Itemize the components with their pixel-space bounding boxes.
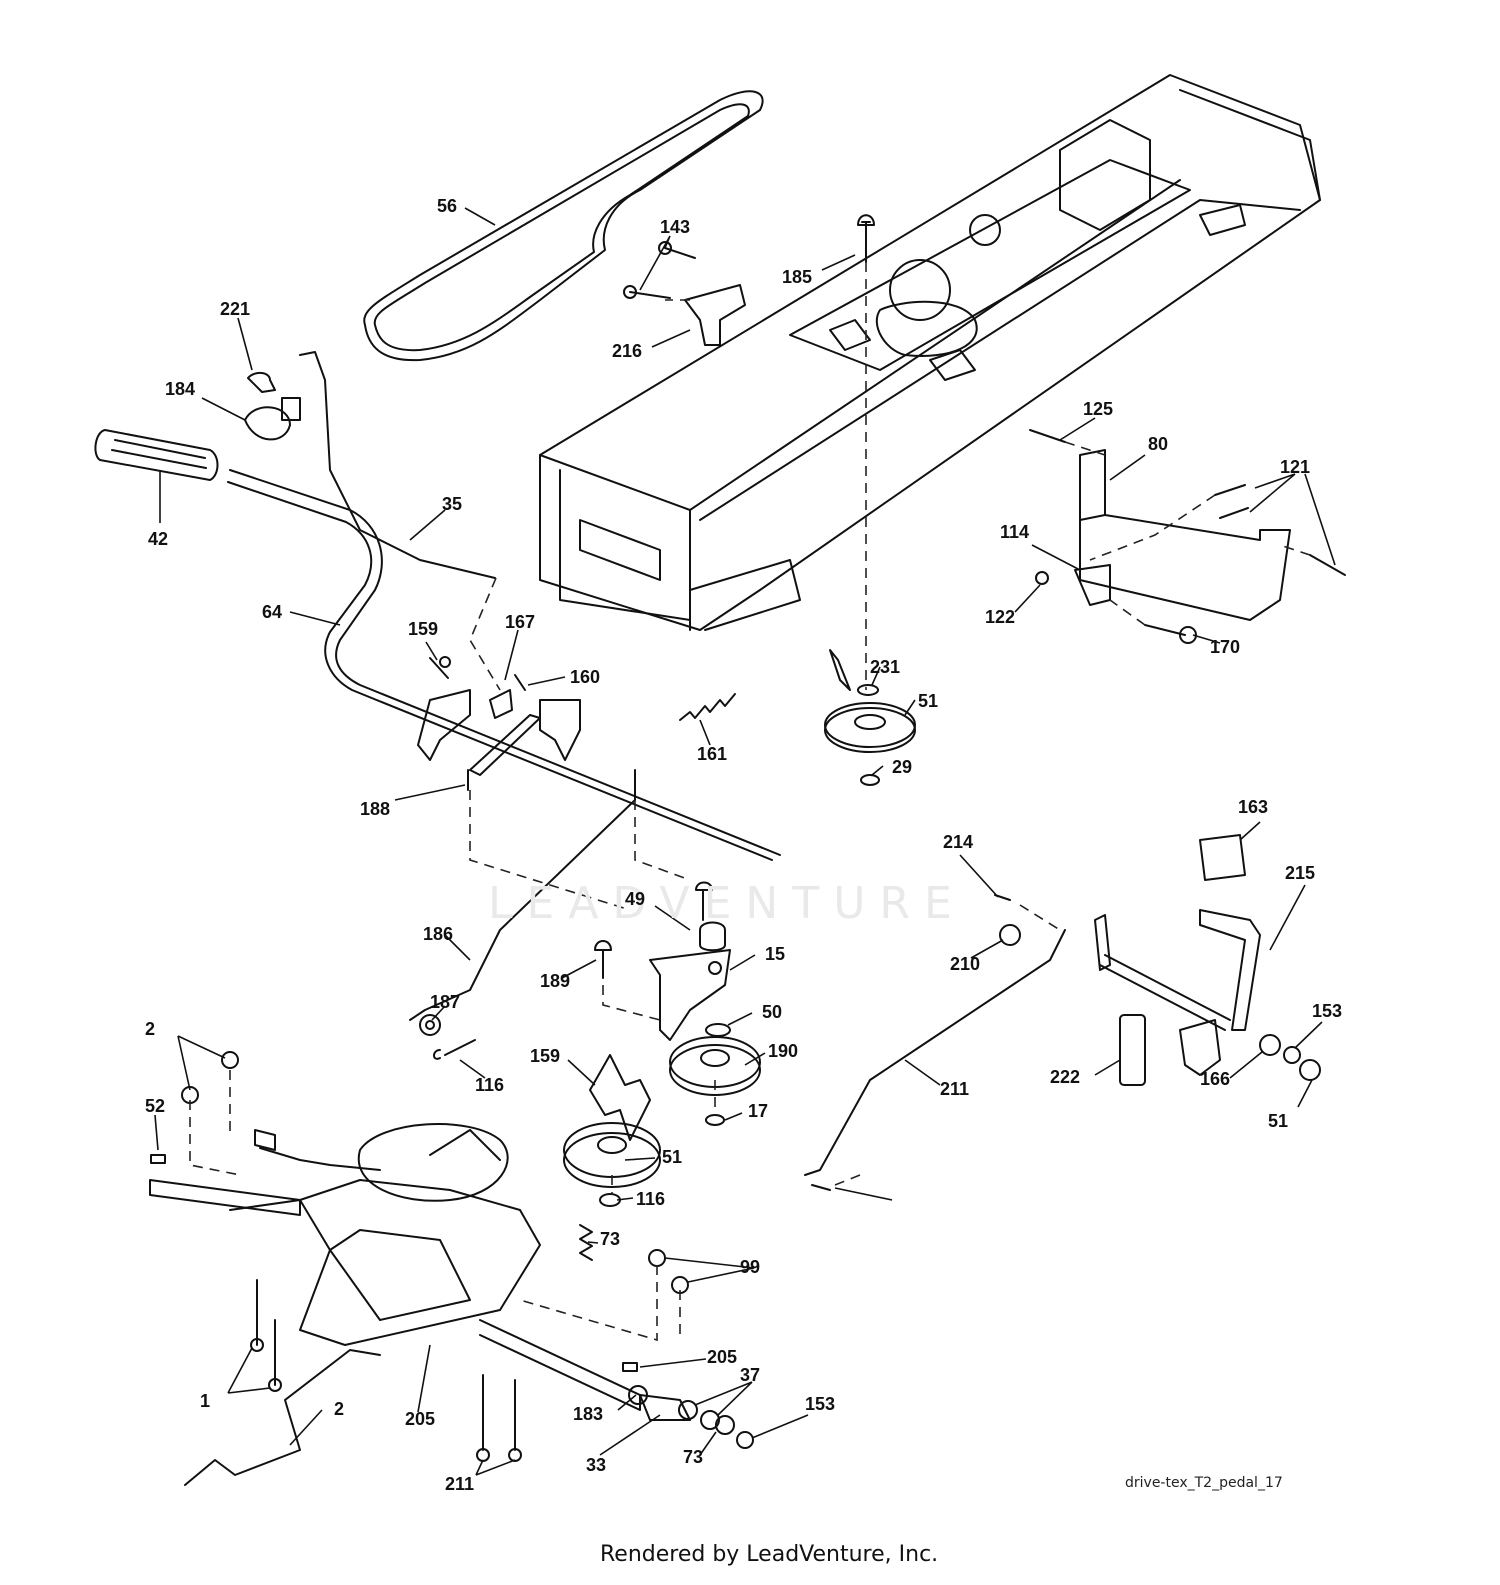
callout-label: 153 <box>805 1394 836 1414</box>
callout-label: 35 <box>442 494 463 514</box>
callout-label: 116 <box>475 1075 505 1095</box>
callout-label: 125 <box>1083 399 1114 419</box>
callout-label: 167 <box>505 612 536 632</box>
callout-label: 29 <box>892 757 913 777</box>
drive-belt <box>363 90 764 362</box>
callout-label: 64 <box>262 602 283 622</box>
callout-label: 187 <box>430 992 461 1012</box>
callout-label: 214 <box>943 832 974 852</box>
grip-42 <box>94 429 219 481</box>
knob-184 <box>244 406 291 441</box>
callout-label: 231 <box>870 657 901 677</box>
callout-label: 56 <box>437 196 458 216</box>
spacer-183 <box>639 1394 691 1421</box>
pedal-assembly <box>999 834 1321 1086</box>
bracket-216 <box>684 284 746 346</box>
callout-label: 163 <box>1238 797 1269 817</box>
callout-label: 221 <box>220 299 251 319</box>
callout-label: 189 <box>540 971 571 991</box>
watermark: LEADVENTURE <box>488 878 966 929</box>
arm-190 <box>589 1054 651 1141</box>
clip-221 <box>247 372 276 393</box>
callout-label: 51 <box>662 1147 683 1167</box>
spring-161 <box>679 693 736 721</box>
callout-label: 122 <box>985 607 1016 627</box>
spring-17 <box>579 1224 593 1261</box>
callout-label: 161 <box>697 744 728 764</box>
callout-label: 188 <box>360 799 391 819</box>
callout-label: 49 <box>625 889 646 909</box>
callout-label: 215 <box>1285 863 1316 883</box>
callout-label: 116 <box>636 1189 666 1209</box>
bolt-143 <box>629 247 696 299</box>
callout-label: 159 <box>408 619 439 639</box>
callout-label: 185 <box>782 267 813 287</box>
callout-label: 211 <box>445 1474 475 1494</box>
callout-label: 42 <box>148 529 169 549</box>
callout-label: 99 <box>740 1257 761 1277</box>
callout-label: 186 <box>423 924 454 944</box>
pulley-231 <box>824 649 916 786</box>
callout-label: 1 <box>200 1391 211 1411</box>
tube-64 <box>229 469 781 856</box>
callout-label: 210 <box>950 954 981 974</box>
callout-label: 2 <box>334 1399 345 1419</box>
rod-163 <box>804 929 1066 1176</box>
rod-188 <box>469 714 541 776</box>
callout-label: 159 <box>530 1046 561 1066</box>
bracket-189 <box>649 949 731 1041</box>
callout-label: 17 <box>748 1101 769 1121</box>
rod-99 <box>184 1349 381 1486</box>
callout-label: 51 <box>918 691 939 711</box>
pulley-50 <box>669 1023 761 1126</box>
transaxle <box>149 1123 641 1411</box>
callout-label: 51 <box>1268 1111 1289 1131</box>
footer-credit: Rendered by LeadVenture, Inc. <box>600 1542 939 1567</box>
callout-label: 143 <box>660 217 691 237</box>
frame <box>539 74 1321 631</box>
callout-label: 160 <box>570 667 601 687</box>
callout-label: 222 <box>1050 1067 1081 1087</box>
callout-label: 73 <box>683 1447 704 1467</box>
callout-label: 205 <box>707 1347 738 1367</box>
bolt-185 <box>861 221 871 263</box>
callout-label: 170 <box>1210 637 1241 657</box>
callout-label: 166 <box>1200 1069 1231 1089</box>
callout-label: 121 <box>1280 457 1311 477</box>
callout-label: 80 <box>1148 434 1169 454</box>
callout-label: 2 <box>145 1019 156 1039</box>
callout-label: 190 <box>768 1041 799 1061</box>
callout-label: 73 <box>600 1229 621 1249</box>
callout-label: 216 <box>612 341 643 361</box>
callout-label: 205 <box>405 1409 436 1429</box>
callout-label: 183 <box>573 1404 604 1424</box>
callout-label: 37 <box>740 1365 761 1385</box>
callout-label: 153 <box>1312 1001 1343 1021</box>
callout-label: 184 <box>165 379 196 399</box>
rod-29 <box>409 769 636 1021</box>
callout-label: 211 <box>940 1079 970 1099</box>
callout-label: 15 <box>765 944 786 964</box>
callout-label: 52 <box>145 1096 166 1116</box>
callout-label: 50 <box>762 1002 783 1022</box>
diagram-reference-code: drive-tex_T2_pedal_17 <box>1125 1475 1283 1491</box>
callout-label: 114 <box>1000 522 1030 542</box>
rod-35 <box>299 351 496 579</box>
callout-label: 33 <box>586 1455 607 1475</box>
